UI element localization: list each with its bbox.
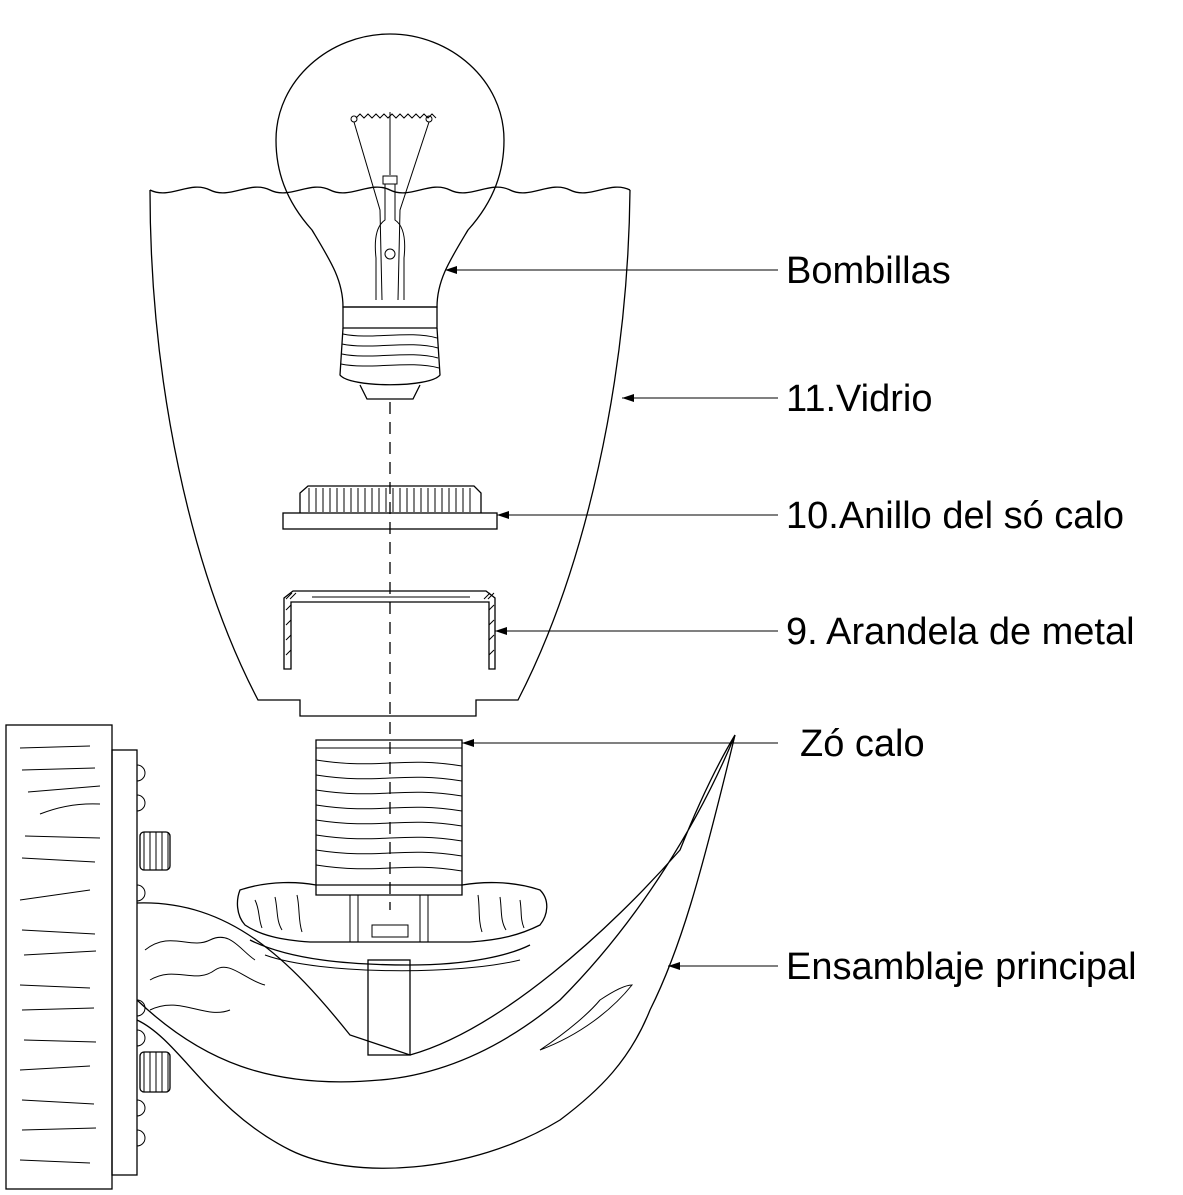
- arrowhead-washer: [495, 627, 507, 635]
- label-metal-washer: 9. Arandela de metal: [786, 611, 1135, 653]
- leader-lines: [445, 266, 778, 970]
- label-bulb: Bombillas: [786, 250, 951, 292]
- socket-ring: [282, 485, 498, 530]
- arrowhead-assembly: [668, 962, 680, 970]
- label-socket-ring: 10.Anillo del só calo: [786, 495, 1124, 537]
- arrowhead-glass: [622, 394, 634, 402]
- arrowhead-bulb: [445, 266, 457, 274]
- metal-washer: [283, 590, 496, 670]
- arrowhead-socket: [462, 739, 474, 747]
- glass-shade: [149, 186, 631, 717]
- label-socket: Zó calo: [800, 723, 925, 765]
- light-bulb: [275, 33, 505, 400]
- label-glass: 11.Vidrio: [786, 378, 932, 420]
- main-assembly: [5, 724, 736, 1190]
- socket-body: [315, 739, 463, 896]
- label-main-assembly: Ensamblaje principal: [786, 946, 1137, 988]
- arrowhead-ring: [497, 511, 509, 519]
